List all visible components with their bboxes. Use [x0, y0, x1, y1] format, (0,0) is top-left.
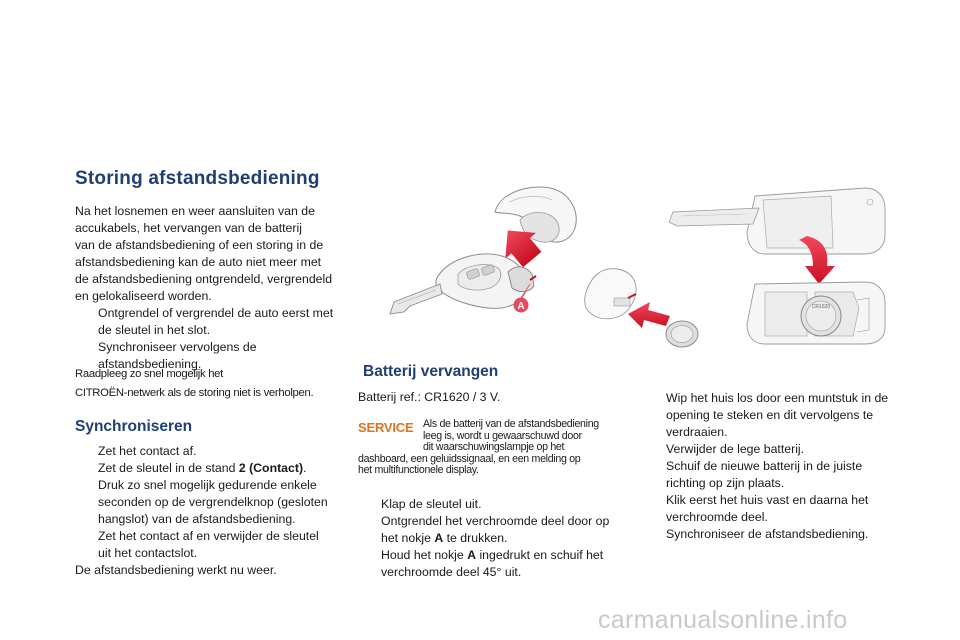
bullet-text: Houd het nokje — [381, 548, 468, 562]
battery-steps-right: Wip het huis los door een muntstuk in de… — [643, 390, 903, 543]
bullet-line: Verwijder de lege batterij. — [666, 442, 805, 456]
bullet-line: verdraaien. — [666, 425, 728, 439]
bullet-item: Zet het contact af. — [75, 443, 350, 460]
bullet-line: opening te steken en dit vervolgens te — [666, 408, 874, 422]
bullet-line: Klik eerst het huis vast en daarna het — [666, 493, 869, 507]
intro-line: van de afstandsbediening of een storing … — [75, 238, 324, 252]
intro-paragraph: Na het losnemen en weer aansluiten van d… — [75, 203, 345, 373]
bullet-text: te drukken. — [443, 531, 508, 545]
bullet-line: seconden op de vergrendelknop (gesloten — [98, 495, 328, 509]
bullet-item: Klik eerst het huis vast en daarna het v… — [643, 492, 903, 526]
bullet-line: Synchroniseer vervolgens de — [98, 340, 257, 354]
page-title: Storing afstandsbediening — [75, 168, 320, 189]
bullet-line: Ontgrendel het verchroomde deel door op — [381, 514, 610, 528]
key-battery-illustration: CR1620 — [668, 187, 886, 345]
sync-steps: Zet het contact af. Zet de sleutel in de… — [75, 443, 350, 579]
warning-line: leeg is, wordt u gewaarschuwd door — [423, 429, 582, 442]
bullet-line: uit het contactslot. — [98, 546, 198, 560]
bullet-item: Druk zo snel mogelijk gedurende enkele s… — [75, 477, 350, 528]
bullet-line: Zet het contact af en verwijder de sleut… — [98, 529, 319, 543]
intro-line: afstandsbediening kan de auto niet meer … — [75, 255, 322, 269]
callout-a-label: A — [517, 301, 524, 312]
battery-marking: CR1620 — [812, 304, 831, 310]
bullet-line: Wip het huis los door een muntstuk in de — [666, 391, 889, 405]
note-line: Raadpleeg zo snel mogelijk het — [75, 368, 223, 380]
network-note: Raadpleeg zo snel mogelijk het CITROËN-n… — [75, 367, 350, 400]
insert-arrow-icon — [628, 302, 670, 328]
warning-line: Als de batterij van de afstandsbediening — [423, 418, 599, 430]
downward-arrow-icon — [799, 236, 835, 284]
warning-line: dashboard, een geluidssignaal, en een me… — [358, 452, 581, 465]
bullet-line: richting op zijn plaats. — [666, 476, 785, 490]
upward-arrow-icon — [505, 230, 542, 268]
bullet-line: Ontgrendel of vergrendel de auto eerst m… — [98, 306, 334, 320]
bullet-line: Klap de sleutel uit. — [381, 497, 482, 511]
bullet-item: Verwijder de lege batterij. — [643, 441, 903, 458]
intro-line: accukabels, het vervangen van de batteri… — [75, 221, 302, 235]
bullet-line: Druk zo snel mogelijk gedurende enkele — [98, 478, 317, 492]
bullet-item: Synchroniseer de afstandsbediening. — [643, 526, 903, 543]
intro-line: en gelokaliseerd worden. — [75, 289, 212, 303]
service-warning-text: Als de batterij van de afstandsbediening… — [358, 418, 628, 477]
intro-line: de afstandsbediening ontgrendeld, vergre… — [75, 272, 333, 286]
warning-line: dit waarschuwingslampje op het — [423, 441, 565, 453]
note-line: CITROËN-netwerk als de storing niet is v… — [75, 387, 314, 399]
bullet-bold: A — [434, 531, 444, 545]
battery-steps-left: Klap de sleutel uit. Ontgrendel het verc… — [358, 496, 623, 581]
bullet-line: de sleutel in het slot. — [98, 323, 211, 337]
section-heading-batterij-vervangen: Batterij vervangen — [363, 363, 499, 380]
bullet-item: Schuif de nieuwe batterij in de juiste r… — [643, 458, 903, 492]
battery-coin-icon — [665, 320, 699, 348]
callout-a-badge: A — [513, 297, 529, 313]
bullet-text: . — [303, 461, 307, 475]
bullet-item: Wip het huis los door een muntstuk in de… — [643, 390, 903, 441]
battery-cr1620-icon: CR1620 — [800, 295, 842, 337]
service-warning-icon: SERVICE — [358, 420, 414, 435]
key-open-illustration: A — [389, 186, 699, 348]
bullet-item: Klap de sleutel uit. — [358, 496, 623, 513]
bullet-item: Houd het nokje A ingedrukt en schuif het… — [358, 547, 623, 581]
bullet-item: Zet de sleutel in de stand 2 (Contact). — [75, 460, 350, 477]
bullet-line: verchroomde deel. — [666, 510, 768, 524]
bullet-item: Zet het contact af en verwijder de sleut… — [75, 528, 350, 562]
bullet-text: ingedrukt en schuif het — [476, 548, 604, 562]
bullet-item: Ontgrendel het verchroomde deel door op … — [358, 513, 623, 547]
bullet-line: verchroomde deel 45° uit. — [381, 565, 522, 579]
bullet-item: Ontgrendel of vergrendel de auto eerst m… — [75, 305, 345, 339]
bullet-line: hangslot) van de afstandsbediening. — [98, 512, 296, 526]
bullet-item: Synchroniseer vervolgens de afstandsbedi… — [75, 339, 345, 373]
bullet-line: afstandsbediening. — [98, 357, 202, 371]
battery-reference: Batterij ref.: CR1620 / 3 V. — [358, 390, 501, 404]
intro-line: Na het losnemen en weer aansluiten van d… — [75, 204, 315, 218]
warning-line: het multifunctionele display. — [358, 464, 479, 476]
bullet-text: Zet de sleutel in de stand — [98, 461, 239, 475]
bullet-text: het nokje — [381, 531, 435, 545]
sync-closing-text: De afstandsbediening werkt nu weer. — [75, 563, 277, 577]
bullet-bold: A — [467, 548, 477, 562]
bullet-line: Zet het contact af. — [98, 444, 197, 458]
bullet-line: Synchroniseer de afstandsbediening. — [666, 527, 869, 541]
bullet-line: Schuif de nieuwe batterij in de juiste — [666, 459, 863, 473]
section-heading-synchroniseren: Synchroniseren — [75, 418, 193, 435]
watermark: carmanualsonline.info — [598, 606, 848, 634]
bullet-bold: 2 (Contact) — [238, 461, 304, 475]
